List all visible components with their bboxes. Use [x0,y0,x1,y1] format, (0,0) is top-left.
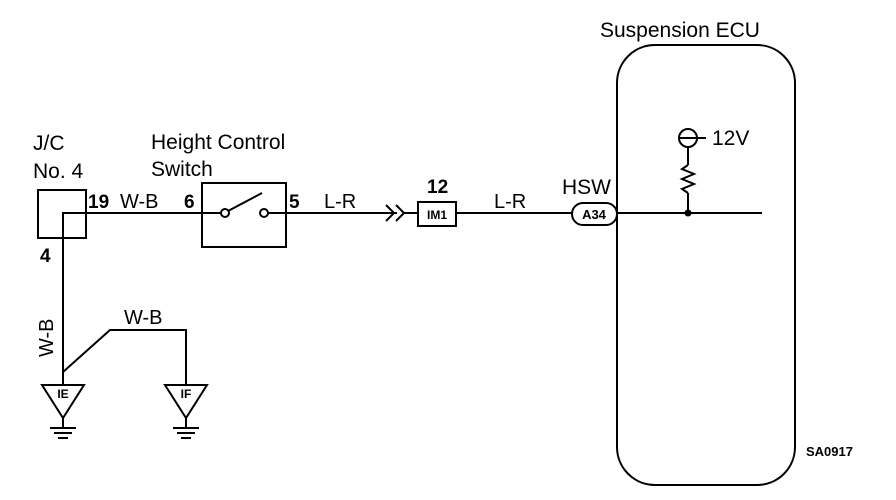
ground-label-if: IF [181,387,192,401]
switch-label-line2: Switch [151,158,213,181]
wire-wb-ground-branch [62,329,187,385]
pullup-resistor [679,164,697,194]
ecu-terminal-name: HSW [562,176,611,199]
connector-chevron-2 [395,204,406,222]
connector-number: 12 [427,177,448,198]
connector-im1-label: IM1 [427,208,447,222]
jc-label-line2: No. 4 [33,160,84,183]
wire-label-lr-1: L-R [324,191,356,213]
ecu-title: Suspension ECU [600,19,760,42]
jc-label-line1: J/C [33,132,65,155]
ground-point-if [163,384,209,420]
jc-pin-4: 4 [40,246,51,267]
switch-pin-5: 5 [289,192,300,213]
connector-chevron-1 [385,204,396,222]
jc-pin-19: 19 [88,192,109,213]
height-control-switch-box [201,182,287,248]
voltage-label: 12V [712,127,749,150]
ecu-terminal-oval [571,202,618,226]
switch-pin-6: 6 [184,192,195,213]
figure-code: SA0917 [806,444,853,459]
ecu-terminal-code: A34 [582,207,607,222]
wire-label-wb-vertical: W-B [36,318,58,357]
ground-point-ie [40,384,86,420]
wire-label-lr-2: L-R [494,191,526,213]
wire-label-wb-top: W-B [120,191,159,213]
suspension-ecu-box [616,44,796,486]
switch-label-line1: Height Control [151,131,285,154]
wire-label-wb-branch: W-B [124,307,163,329]
switch-blade [227,192,263,212]
ground-label-ie: IE [57,387,68,401]
jc-internal-link [62,212,86,385]
switch-contact-right [259,208,269,218]
switch-contact-left [220,208,230,218]
